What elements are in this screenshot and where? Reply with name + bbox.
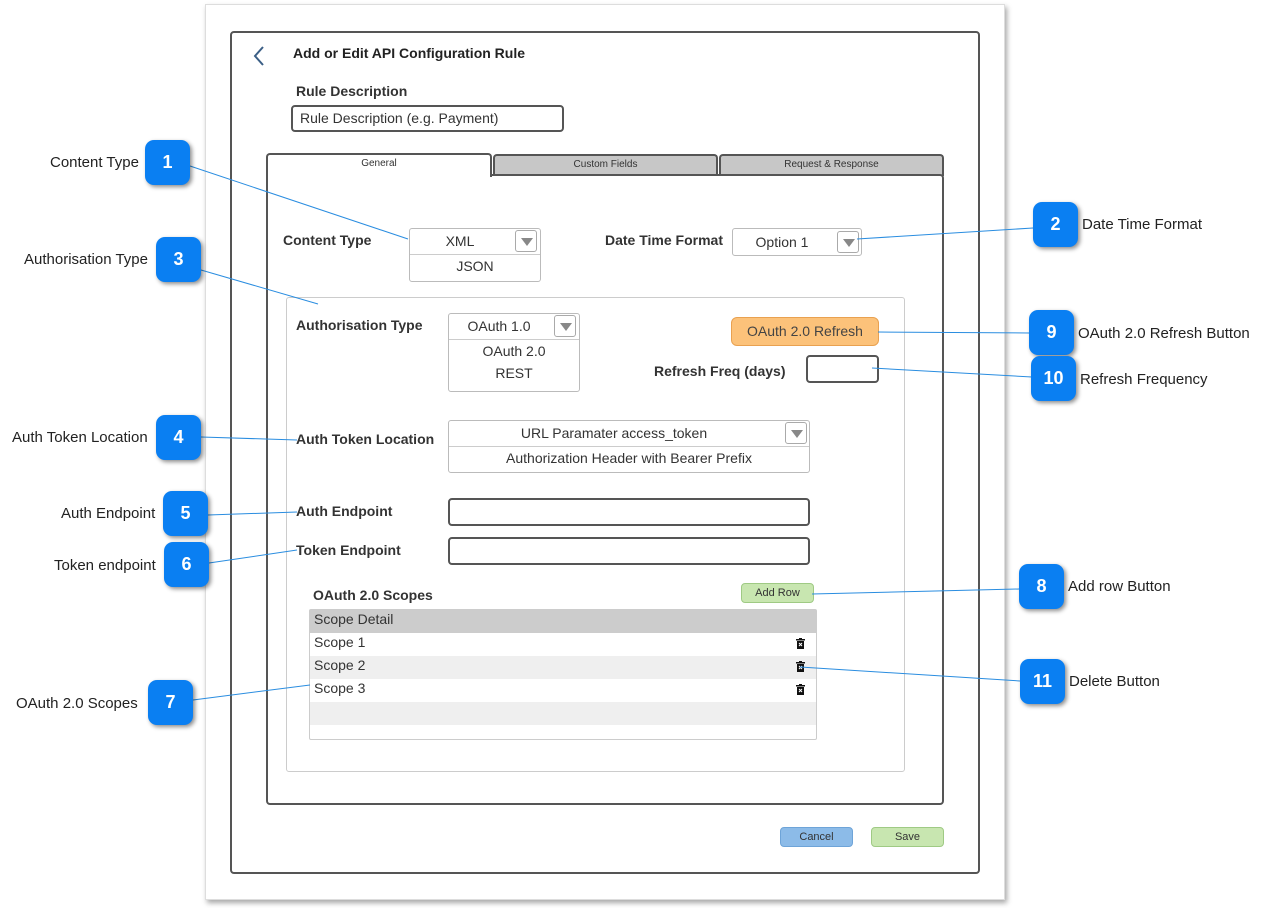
authorisation-group — [286, 297, 905, 772]
datetime-format-select[interactable]: Option 1 — [732, 228, 862, 256]
callout-label-8: Add row Button — [1068, 578, 1171, 595]
callout-label-5: Auth Endpoint — [61, 505, 156, 522]
authorisation-type-option-oauth2[interactable]: OAuth 2.0 — [482, 343, 546, 359]
auth-token-location-selected: URL Paramater access_token — [520, 425, 708, 441]
callout-label-7: OAuth 2.0 Scopes — [16, 695, 138, 712]
triangle-down-icon[interactable] — [554, 315, 576, 337]
table-row-empty — [310, 702, 816, 725]
token-endpoint-input[interactable] — [448, 537, 810, 565]
callout-label-2: Date Time Format — [1082, 216, 1203, 233]
chevron-left-icon[interactable] — [252, 45, 266, 67]
oauth-refresh-button[interactable]: OAuth 2.0 Refresh — [731, 317, 879, 346]
scope-cell: Scope 1 — [314, 634, 366, 650]
datetime-format-selected: Option 1 — [755, 234, 809, 250]
trash-icon[interactable] — [796, 638, 805, 649]
save-button[interactable]: Save — [871, 827, 944, 847]
divider — [410, 254, 540, 255]
callout-label-9: OAuth 2.0 Refresh Button — [1078, 325, 1250, 342]
auth-endpoint-label: Auth Endpoint — [296, 503, 393, 519]
active-tab-joiner — [268, 172, 490, 176]
table-row[interactable]: Scope 1 — [310, 633, 816, 656]
callout-badge-4: 4 — [156, 415, 201, 460]
authorisation-type-label: Authorisation Type — [296, 317, 423, 333]
scopes-header-cell: Scope Detail — [314, 611, 394, 627]
trash-icon[interactable] — [796, 661, 805, 672]
auth-endpoint-input[interactable] — [448, 498, 810, 526]
callout-badge-6: 6 — [164, 542, 209, 587]
table-row[interactable]: Scope 2 — [310, 656, 816, 679]
triangle-down-icon[interactable] — [785, 422, 807, 444]
callout-label-11: Delete Button — [1069, 673, 1160, 690]
callout-badge-8: 8 — [1019, 564, 1064, 609]
callout-badge-5: 5 — [163, 491, 208, 536]
scope-cell: Scope 2 — [314, 657, 366, 673]
callout-label-3: Authorisation Type — [24, 251, 148, 268]
datetime-format-label: Date Time Format — [605, 232, 723, 248]
content-type-label: Content Type — [283, 232, 372, 248]
auth-token-location-option-header[interactable]: Authorization Header with Bearer Prefix — [506, 450, 752, 466]
triangle-down-icon[interactable] — [837, 231, 859, 253]
content-type-option-json[interactable]: JSON — [456, 258, 494, 274]
callout-badge-3: 3 — [156, 237, 201, 282]
callout-badge-10: 10 — [1031, 356, 1076, 401]
callout-badge-1: 1 — [145, 140, 190, 185]
callout-badge-9: 9 — [1029, 310, 1074, 355]
refresh-freq-input[interactable] — [806, 355, 879, 383]
callout-label-4: Auth Token Location — [12, 429, 148, 446]
tab-request-response[interactable]: Request & Response — [719, 154, 944, 176]
rule-description-label: Rule Description — [296, 83, 408, 99]
cancel-button[interactable]: Cancel — [780, 827, 853, 847]
token-endpoint-label: Token Endpoint — [296, 542, 401, 558]
dialog-title: Add or Edit API Configuration Rule — [293, 45, 526, 61]
scopes-grid-header: Scope Detail — [310, 610, 816, 633]
refresh-freq-label: Refresh Freq (days) — [654, 363, 786, 379]
oauth-scopes-label: OAuth 2.0 Scopes — [313, 587, 433, 603]
authorisation-type-select[interactable]: OAuth 1.0 OAuth 2.0 REST — [448, 313, 580, 392]
tab-custom-fields[interactable]: Custom Fields — [493, 154, 718, 176]
authorisation-type-option-rest[interactable]: REST — [495, 365, 533, 381]
callout-label-1: Content Type — [50, 154, 139, 171]
auth-token-location-select[interactable]: URL Paramater access_token Authorization… — [448, 420, 810, 473]
rule-description-input[interactable]: Rule Description (e.g. Payment) — [291, 105, 564, 132]
add-row-button[interactable]: Add Row — [741, 583, 814, 603]
authorisation-type-selected: OAuth 1.0 — [467, 318, 531, 334]
divider — [449, 446, 809, 447]
auth-token-location-label: Auth Token Location — [296, 431, 435, 447]
callout-badge-2: 2 — [1033, 202, 1078, 247]
content-type-select[interactable]: XML JSON — [409, 228, 541, 282]
content-type-selected: XML — [445, 233, 475, 249]
callout-badge-11: 11 — [1020, 659, 1065, 704]
callout-badge-7: 7 — [148, 680, 193, 725]
table-row[interactable]: Scope 3 — [310, 679, 816, 702]
trash-icon[interactable] — [796, 684, 805, 695]
callout-label-10: Refresh Frequency — [1080, 371, 1208, 388]
divider — [449, 339, 579, 340]
callout-label-6: Token endpoint — [54, 557, 156, 574]
triangle-down-icon[interactable] — [515, 230, 537, 252]
rule-description-value: Rule Description (e.g. Payment) — [300, 110, 499, 126]
scopes-grid: Scope Detail Scope 1 Scope 2 Scope 3 — [309, 609, 817, 740]
scope-cell: Scope 3 — [314, 680, 366, 696]
